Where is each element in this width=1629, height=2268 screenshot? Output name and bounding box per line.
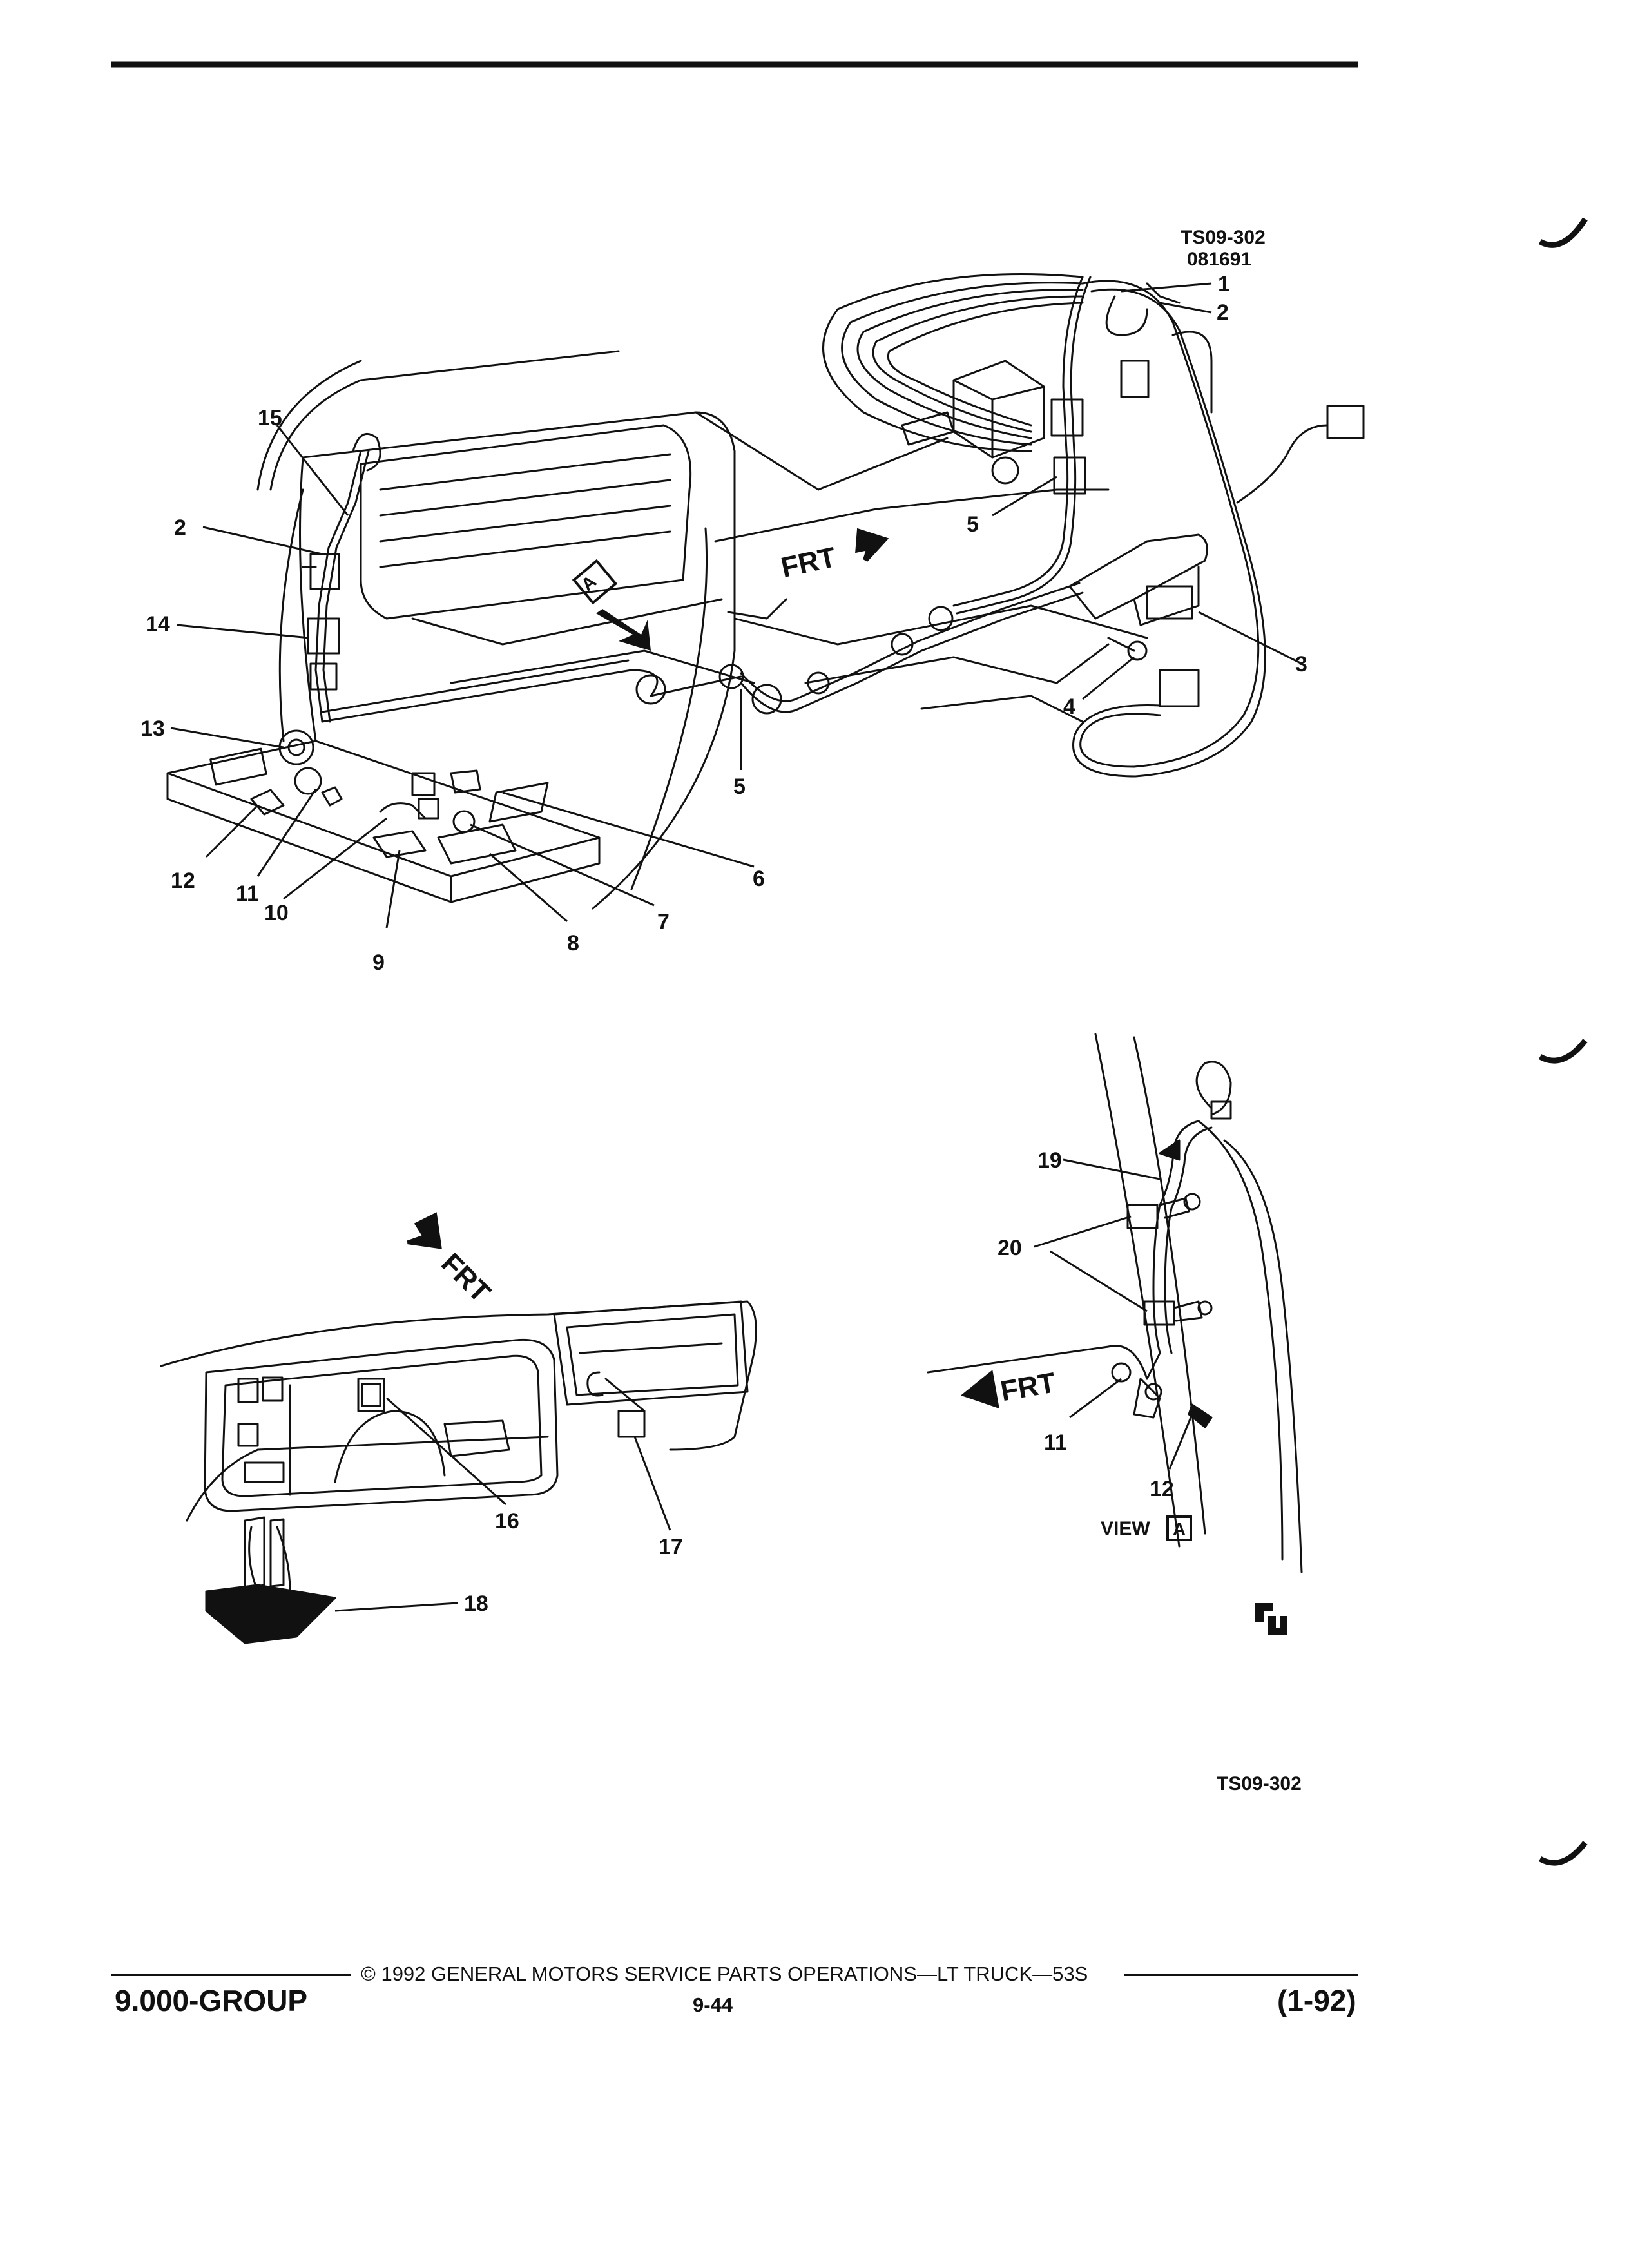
binding-mark-1 bbox=[1538, 217, 1588, 248]
svg-text:VIEW: VIEW bbox=[1101, 1518, 1150, 1539]
svg-text:FRT: FRT bbox=[998, 1367, 1058, 1407]
callout-4: 4 bbox=[1063, 695, 1075, 719]
callout-15: 15 bbox=[258, 406, 282, 430]
figure-code-top-date: 081691 bbox=[1187, 249, 1251, 270]
view-a-marker: A bbox=[572, 559, 651, 651]
callout-18: 18 bbox=[464, 1591, 488, 1616]
dash-callouts bbox=[334, 1397, 671, 1612]
gm-logo-mark bbox=[1255, 1603, 1287, 1635]
footer-date: (1-92) bbox=[1277, 1984, 1356, 2017]
frt-arrow-dash: FRT bbox=[407, 1212, 496, 1309]
main-callouts bbox=[170, 282, 1302, 928]
main-callout-labels: 1 2 2 3 4 5 5 6 7 8 9 10 11 12 13 14 15 bbox=[140, 272, 1307, 975]
callout-7: 7 bbox=[657, 910, 670, 934]
callout-2-left: 2 bbox=[174, 515, 186, 540]
figure-code-top: TS09-302 bbox=[1181, 227, 1266, 248]
callout-12-view: 12 bbox=[1150, 1477, 1174, 1501]
callout-3: 3 bbox=[1295, 652, 1307, 677]
callout-12: 12 bbox=[171, 869, 195, 893]
dash-view-illustration bbox=[160, 1300, 757, 1644]
callout-10: 10 bbox=[264, 901, 289, 925]
svg-text:FRT: FRT bbox=[435, 1247, 496, 1309]
callout-14: 14 bbox=[146, 612, 170, 637]
main-view-illustration bbox=[166, 273, 1365, 910]
callout-2-right: 2 bbox=[1217, 300, 1229, 325]
callout-8: 8 bbox=[567, 931, 579, 956]
binding-mark-2 bbox=[1538, 1039, 1588, 1064]
callout-9: 9 bbox=[372, 950, 385, 975]
frt-arrow-main: FRT bbox=[778, 528, 889, 584]
footer-page-number: 9-44 bbox=[693, 1994, 733, 2016]
footer-group: 9.000-GROUP bbox=[115, 1984, 308, 2017]
callout-5-lower: 5 bbox=[733, 774, 746, 799]
footer-copyright: © 1992 GENERAL MOTORS SERVICE PARTS OPER… bbox=[361, 1963, 1088, 1985]
svg-text:FRT: FRT bbox=[778, 541, 839, 584]
figure-code-bottom: TS09-302 bbox=[1217, 1773, 1302, 1794]
view-a-caption: VIEW A bbox=[1101, 1515, 1192, 1541]
svg-text:A: A bbox=[1173, 1519, 1186, 1539]
callout-11: 11 bbox=[236, 881, 259, 906]
callout-20: 20 bbox=[998, 1236, 1022, 1260]
callout-6: 6 bbox=[753, 867, 765, 891]
callout-19: 19 bbox=[1037, 1148, 1062, 1173]
callout-13: 13 bbox=[140, 716, 165, 741]
callout-11-view: 11 bbox=[1044, 1430, 1067, 1455]
callout-17: 17 bbox=[659, 1535, 683, 1559]
callout-5-upper: 5 bbox=[967, 512, 979, 537]
callout-1: 1 bbox=[1218, 272, 1230, 296]
frt-arrow-view: FRT bbox=[960, 1367, 1058, 1409]
view-a-illustration bbox=[927, 1033, 1303, 1573]
binding-mark-3 bbox=[1538, 1841, 1588, 1866]
callout-16: 16 bbox=[495, 1509, 519, 1533]
view-a-callouts bbox=[1034, 1158, 1193, 1470]
